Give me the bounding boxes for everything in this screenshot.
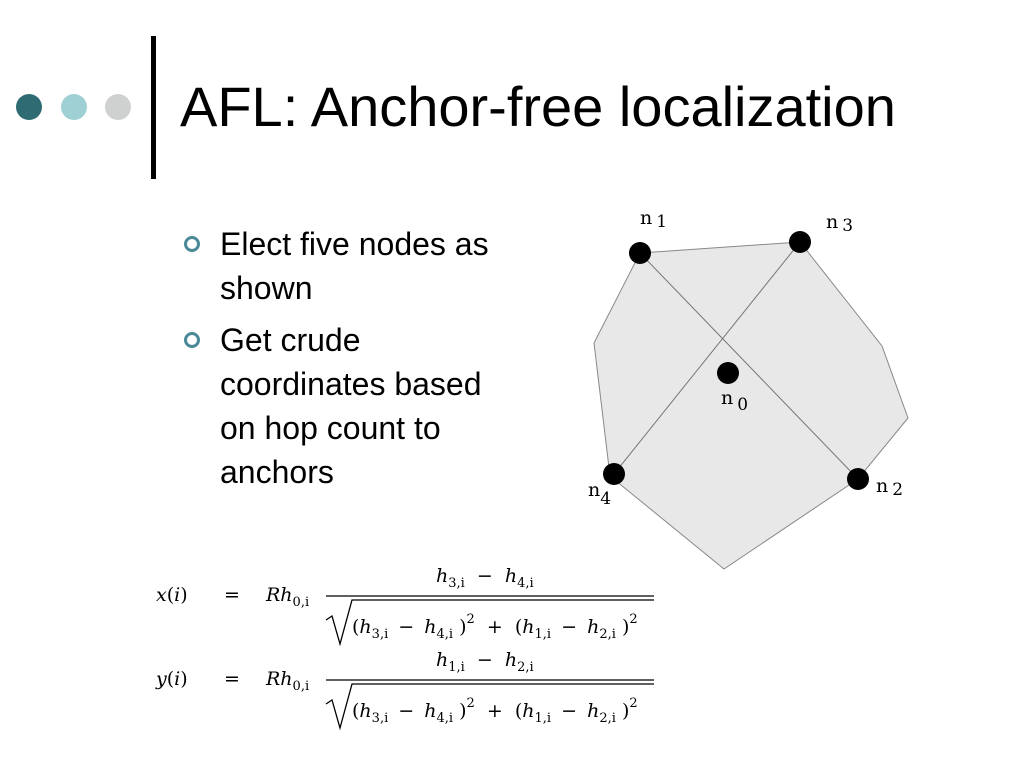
- bullet-ring-icon: [184, 236, 200, 252]
- equation-denominator: (h3,i − h4,i )2 + (h1,i − h2,i )2: [352, 606, 638, 643]
- bullet-line: on hop count to: [220, 410, 441, 446]
- equation-coefficient: Rh0,i: [265, 584, 309, 610]
- sqrt-radical: [325, 683, 654, 731]
- bullet-line: shown: [220, 270, 313, 306]
- bullet-line: Get crude: [220, 322, 361, 358]
- node-label-n4: n4: [588, 479, 611, 509]
- node-n4: [603, 463, 625, 485]
- coordinate-equations: x(i) = Rh0,i h3,i − h4,i (h3,i − h4,i )2…: [155, 565, 654, 731]
- node-n3: [789, 231, 811, 253]
- bullet-line: coordinates based: [220, 366, 482, 402]
- equals-sign: =: [224, 584, 240, 606]
- title-divider: [151, 36, 156, 179]
- decor-dot-dark: [16, 94, 42, 120]
- decorative-dots: [14, 92, 134, 122]
- node-n0: [717, 362, 739, 384]
- equals-sign: =: [224, 668, 240, 690]
- bullet-item: Get crude coordinates based on hop count…: [184, 318, 554, 494]
- node-n1: [629, 242, 651, 264]
- bullet-item: Elect five nodes as shown: [184, 222, 554, 310]
- equation-numerator: h3,i − h4,i: [436, 565, 534, 592]
- equation-y: y(i) = Rh0,i h1,i − h2,i (h3,i − h4,i )2…: [155, 649, 654, 731]
- link-n1-n2: [639, 252, 859, 480]
- equation-coefficient: Rh0,i: [265, 668, 309, 694]
- bullet-ring-icon: [184, 332, 200, 348]
- decor-dot-light-teal: [61, 94, 87, 120]
- equation-denominator: (h3,i − h4,i )2 + (h1,i − h2,i )2: [352, 690, 638, 727]
- equation-lhs: x(i): [156, 584, 188, 606]
- bullet-list: Elect five nodes as shown Get crude coor…: [184, 222, 554, 502]
- bullet-line: anchors: [220, 454, 334, 490]
- equation-numerator: h1,i − h2,i: [436, 649, 534, 676]
- slide-title: AFL: Anchor-free localization: [180, 75, 896, 138]
- decor-dot-grey: [105, 94, 131, 120]
- node-n2: [847, 468, 869, 490]
- equation-lhs: y(i): [155, 668, 188, 690]
- bullet-line: Elect five nodes as: [220, 226, 489, 262]
- network-region: [593, 241, 909, 570]
- sqrt-radical: [325, 599, 654, 647]
- equation-x: x(i) = Rh0,i h3,i − h4,i (h3,i − h4,i )2…: [156, 565, 654, 647]
- link-n3-n4: [613, 241, 801, 475]
